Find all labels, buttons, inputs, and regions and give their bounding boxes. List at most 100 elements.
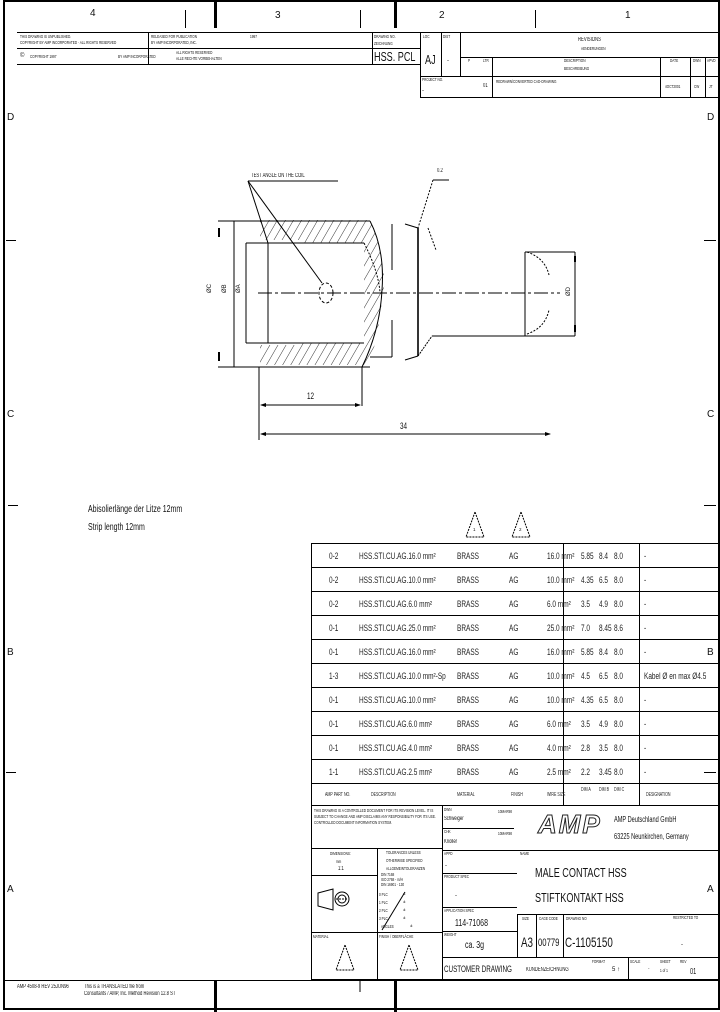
material-label: MATERIAL — [313, 934, 329, 939]
dim-b: 8.45 — [599, 623, 612, 633]
dim-c: 8.0 — [614, 719, 624, 729]
zone-tick — [704, 505, 716, 506]
part-no: 0-1 — [329, 719, 339, 729]
dim-a: 2.2 — [581, 767, 591, 777]
dim-b: 8.4 — [599, 551, 609, 561]
part-no: 0-2 — [329, 599, 339, 609]
application-spec-label: APPLICATION SPEC — [444, 908, 475, 913]
col-apvd: APVD — [707, 58, 716, 63]
description: HSS.STI.CU.AG.25.0 mm² — [359, 623, 436, 633]
description: HSS.STI.CU.AG.6.0 mm² — [359, 599, 433, 609]
designation: - — [644, 599, 647, 609]
chk-date: 10MAR98 — [498, 831, 513, 836]
wire-size: 10.0 mm² — [547, 671, 575, 681]
tol-0plc: 0 PLC — [379, 892, 388, 897]
drawing-code: HSS. PCL — [374, 49, 416, 64]
dim-b: 6.5 — [599, 575, 609, 585]
restricted-value: - — [681, 942, 683, 948]
table-row: 0-1 HSS.STI.CU.AG.25.0 mm² BRASS AG 25.0… — [311, 615, 720, 640]
released-notice-2: BY AMP INCORPORATED, INC. — [151, 40, 197, 45]
sheet-label: SHEET — [660, 959, 671, 964]
rev-description: REDRAWN/CONVERTED CAD-DRAWING — [496, 79, 557, 84]
released-notice: RELEASED FOR PUBLICATION — [151, 34, 197, 39]
finish: AG — [509, 671, 519, 681]
angles-label: ANGLES — [381, 924, 394, 929]
finish: AG — [509, 743, 519, 753]
dim-a: 4.35 — [581, 575, 594, 585]
translated-note-2: Consultants / AMP, Inc. Method Revision … — [84, 991, 176, 997]
designation: - — [644, 743, 647, 753]
table-row: 0-1 HSS.STI.CU.AG.6.0 mm² BRASS AG 6.0 m… — [311, 711, 720, 736]
zone-row-right-c: C — [707, 409, 715, 420]
zone-tick — [704, 772, 716, 773]
dim-strip-length: 12 — [307, 391, 315, 401]
table-row: 0-1 HSS.STI.CU.AG.4.0 mm² BRASS AG 4.0 m… — [311, 735, 720, 760]
dim-total-length: 34 — [400, 421, 408, 431]
tol-3plc: 3 PLC — [379, 916, 388, 921]
restricted-label: RESTRICTED TO — [673, 915, 699, 920]
scale-label: SCALE — [630, 959, 641, 964]
dim-a: 2.8 — [581, 743, 591, 753]
chk-label: CHK — [444, 829, 451, 834]
drawing-no-label: DRAWING NO — [566, 916, 587, 921]
rights-reserved-de: ALLE RECHTE VORBEHALTEN — [176, 56, 222, 61]
tol-2plc-value: ± — [403, 907, 406, 912]
table-row: 0-1 HSS.STI.CU.AG.16.0 mm² BRASS AG 16.0… — [311, 639, 720, 664]
rev-ltr: 01 — [483, 83, 488, 89]
table-row: 1-1 HSS.STI.CU.AG.2.5 mm² BRASS AG 2.5 m… — [311, 759, 720, 784]
col-header-dim-a: DIM A — [581, 787, 591, 793]
company-name: AMP Deutschland GmbH — [614, 815, 677, 824]
finish: AG — [509, 695, 519, 705]
part-no: 0-2 — [329, 575, 339, 585]
col-description: DESCRIPTION — [564, 58, 586, 63]
material: BRASS — [457, 575, 479, 585]
finish: AG — [509, 623, 519, 633]
format-label: FORMAT — [592, 959, 606, 964]
finish: AG — [509, 767, 519, 777]
dim-c: 8.0 — [614, 695, 624, 705]
wire-size: 4.0 mm² — [547, 743, 571, 753]
zone-row-left-d: D — [7, 112, 15, 123]
drawing-code-label: DRAWING NO. — [374, 34, 396, 39]
leader-label: TEST ANGLE ON THE COIL — [251, 173, 305, 179]
dimensions-label: DIMENSIONS: — [330, 851, 351, 856]
appd-value: - — [445, 863, 447, 869]
zone-row-left-a: A — [7, 884, 14, 895]
col-header-dim-b: DIM B — [599, 787, 610, 793]
dim-diameter-d: ØD — [566, 287, 572, 296]
tolerances-line3: ALLGEMEINTOLERANZEN — [386, 866, 426, 871]
table-row: 0-2 HSS.STI.CU.AG.6.0 mm² BRASS AG 6.0 m… — [311, 591, 720, 616]
dwn-date: 10MAR98 — [498, 809, 513, 814]
dim-c: 8.0 — [614, 647, 624, 657]
dim-b: 4.9 — [599, 599, 609, 609]
application-spec-value: 114-71068 — [455, 918, 488, 929]
drawing-code-label-2: ZEICHNUNG — [374, 41, 393, 46]
table-header-row: AMP PART NO. DESCRIPTION MATERIAL FINISH… — [311, 783, 720, 806]
amp-logo: AMP — [538, 809, 602, 839]
wire-size: 10.0 mm² — [547, 695, 575, 705]
material: BRASS — [457, 599, 479, 609]
designation: - — [644, 719, 647, 729]
zone-row-left-c: C — [7, 409, 15, 420]
dim-a: 4.35 — [581, 695, 594, 705]
zone-tick — [6, 772, 16, 773]
col-header-part: AMP PART NO. — [325, 792, 351, 798]
revisions-subtitle: AENDERUNGEN — [581, 46, 606, 51]
dim-diameter-c: ØC — [207, 284, 213, 293]
note-strip-length-en: Strip length 12mm — [88, 522, 145, 533]
sheet-border — [3, 0, 720, 1010]
designation: - — [644, 551, 647, 561]
description: HSS.STI.CU.AG.16.0 mm² — [359, 551, 436, 561]
dim-c: 8.0 — [614, 575, 624, 585]
rev-dwn: CW — [694, 84, 700, 89]
product-spec-value: - — [455, 893, 457, 899]
part-no: 0-1 — [329, 695, 339, 705]
chk-value: Knoller — [444, 839, 458, 845]
zone-row-right-a: A — [707, 884, 714, 895]
detail-label: 0.2 — [437, 168, 443, 174]
dim-a: 7.0 — [581, 623, 591, 633]
material-marker: 1 — [473, 527, 476, 532]
customer-ref: KUNDENZEICHNUNG — [526, 967, 569, 973]
zone-col-3: 3 — [275, 10, 281, 21]
